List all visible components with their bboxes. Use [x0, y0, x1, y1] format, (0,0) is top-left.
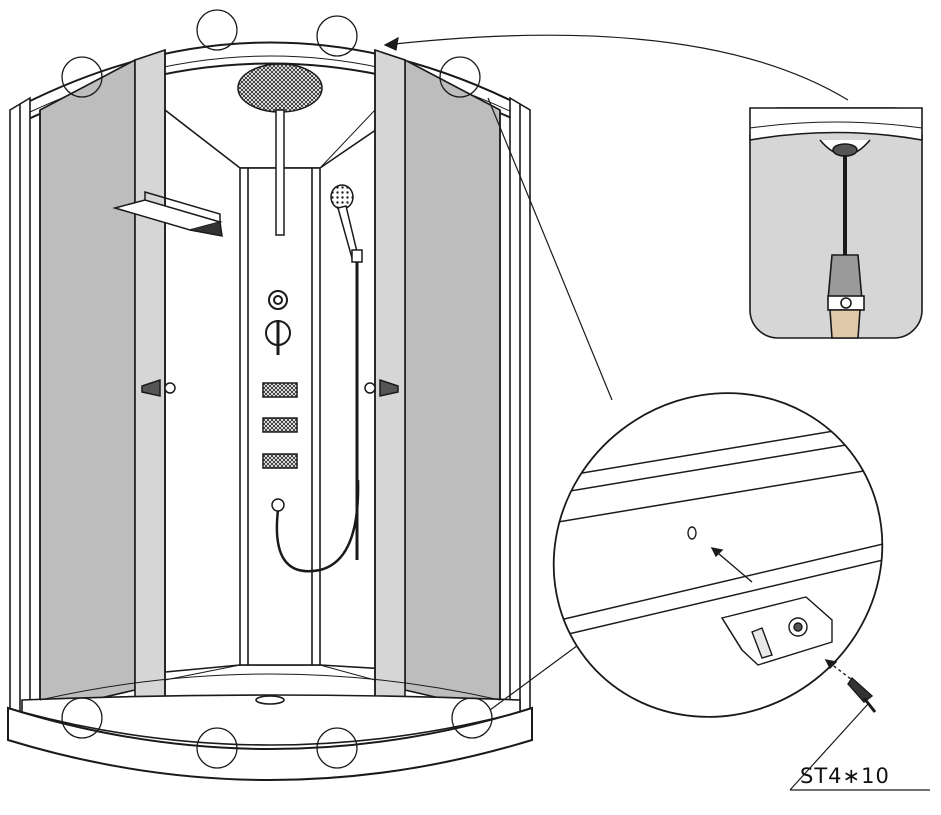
right-glass-panel: [404, 58, 501, 714]
left-door: [134, 48, 166, 705]
part-label-leader: [789, 703, 930, 791]
mount-point-bottom-2: [196, 727, 238, 769]
mount-point-top-4: [439, 56, 481, 98]
mounting-bracket-icon: [720, 596, 833, 666]
shower-cabin: [7, 41, 533, 781]
mount-point-top-3: [316, 15, 358, 57]
mount-point-top-2: [196, 9, 238, 51]
drain-icon: [255, 695, 285, 705]
mount-point-bottom-3: [316, 727, 358, 769]
callout-top: [383, 34, 849, 101]
body-jets-icon: [262, 382, 298, 469]
hand-shower-icon: [271, 184, 363, 573]
right-door: [374, 48, 406, 705]
mount-point-bottom-1: [61, 697, 103, 739]
back-panel: [239, 167, 321, 666]
door-handle-left-icon: [141, 378, 176, 397]
mount-point-top-1: [61, 56, 103, 98]
shelf-icon: [112, 190, 223, 237]
mixer-valve-icon: [265, 290, 291, 355]
door-handle-right-icon: [364, 378, 399, 397]
shower-tray-base: [7, 706, 533, 781]
left-glass-panel: [39, 58, 136, 714]
mount-point-bottom-4: [451, 697, 493, 739]
mounting-points: [61, 9, 493, 769]
screw-hole-icon: [687, 526, 697, 540]
part-label: ST4∗10: [800, 764, 890, 788]
rain-shower-head-icon: [237, 63, 323, 236]
screw-icon: [847, 676, 877, 713]
detail-inset-screwdriver: [749, 107, 923, 339]
screwdriver-icon: [827, 155, 865, 339]
detail-zoom-bracket: [539, 392, 901, 718]
